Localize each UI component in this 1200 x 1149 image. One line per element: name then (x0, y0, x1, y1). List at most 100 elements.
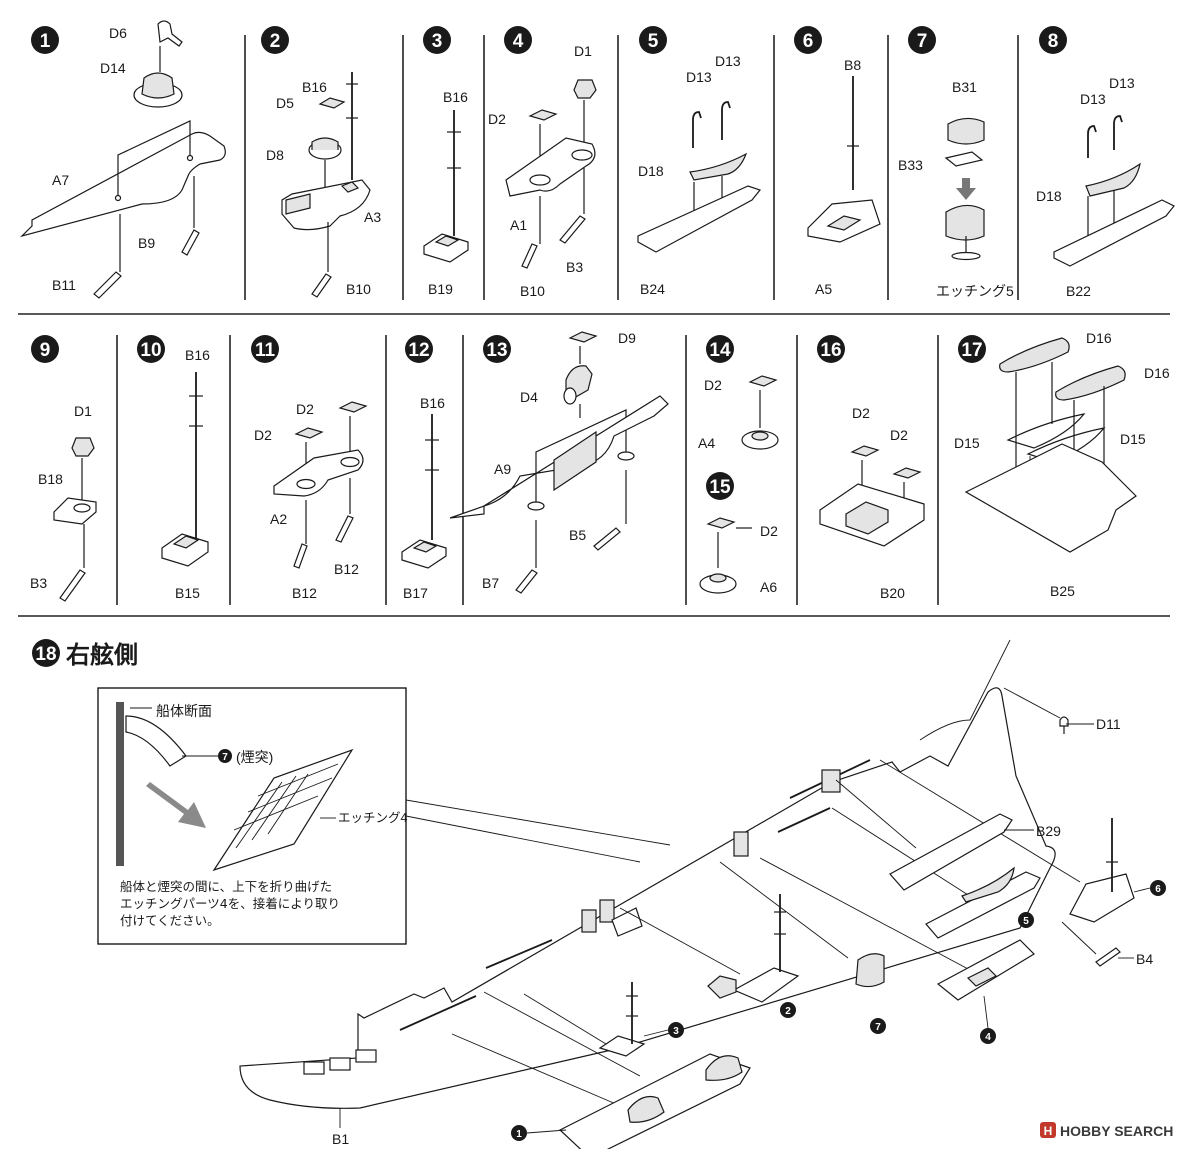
part-b22 (1053, 199, 1175, 267)
label-d5: D5 (276, 95, 294, 111)
inset-funnel-step: 7 (222, 752, 228, 763)
part-d11 (1059, 716, 1069, 727)
label-b12-a: B12 (292, 585, 317, 601)
hull-door-2 (599, 899, 615, 923)
label-b10: B10 (520, 283, 545, 299)
hull-section (116, 702, 124, 866)
step-9: 9 D1 B18 B3 (30, 335, 97, 602)
label-d11: D11 (1096, 716, 1121, 732)
part-d6 (157, 20, 183, 47)
part-d2 (706, 517, 736, 529)
hull-door-1 (581, 909, 597, 933)
label-d9: D9 (618, 330, 636, 346)
attach-leaders (451, 687, 1097, 1111)
hull-door-3 (733, 831, 749, 857)
hull-rail-3 (777, 807, 831, 833)
label-b20: B20 (880, 585, 905, 601)
part-a1 (505, 137, 596, 197)
part-b18 (53, 497, 97, 525)
label-b16: B16 (443, 89, 468, 105)
label-b3: B3 (30, 575, 47, 591)
label-d16-a: D16 (1086, 330, 1112, 346)
watermark-text: HOBBY SEARCH (1060, 1123, 1173, 1139)
step-8: 8 D13 D13 D18 B22 (1036, 26, 1175, 299)
label-d13-a: D13 (686, 69, 712, 85)
part-d13-a (692, 111, 702, 148)
inset-note-line-3: 付けてください。 (120, 913, 220, 928)
label-a6: A6 (760, 579, 777, 595)
part-b12-b (335, 515, 354, 543)
label-etching-5: エッチング5 (936, 283, 1014, 299)
part-d16-b (1055, 365, 1126, 401)
part-b3 (559, 215, 586, 244)
part-b24 (637, 185, 762, 253)
hull-rail-2 (485, 939, 553, 969)
step-1-badge (31, 26, 59, 54)
label-b17: B17 (403, 585, 428, 601)
part-d2-a (338, 401, 368, 413)
callout-2: 2 (785, 1006, 791, 1017)
step-7-number: 7 (917, 31, 928, 52)
step-11: 11 D2 D2 A2 B12 B12 (251, 335, 368, 601)
label-b9: B9 (138, 235, 155, 251)
callout-part-2 (732, 967, 800, 1003)
label-b33: B33 (898, 157, 923, 173)
label-a2: A2 (270, 511, 287, 527)
part-b10 (521, 243, 538, 269)
label-b1: B1 (332, 1131, 349, 1147)
part-d9 (568, 331, 598, 343)
step-5-number: 5 (648, 31, 659, 52)
label-b25: B25 (1050, 583, 1075, 599)
step-10: 10 B16 B15 (137, 335, 210, 601)
part-d15-a (1006, 413, 1086, 449)
step-1-number: 1 (40, 31, 51, 52)
arrow-down-icon (956, 178, 976, 200)
inset-hull-section-label: 船体断面 (156, 703, 212, 719)
label-b16: B16 (185, 347, 210, 363)
part-b25 (964, 443, 1137, 553)
arrow-icon (146, 782, 206, 828)
watermark-logo-icon (1040, 1122, 1056, 1138)
part-d2-a (850, 445, 880, 457)
part-d18 (1085, 162, 1141, 197)
inset-funnel-label: (煙突) (236, 749, 273, 765)
label-b12-b: B12 (334, 561, 359, 577)
callout-part-7 (855, 953, 885, 988)
label-d8: D8 (266, 147, 284, 163)
part-b9 (181, 229, 200, 256)
label-d6: D6 (109, 25, 127, 41)
part-b11 (93, 271, 122, 299)
step-5: 5 D13 D13 D18 B24 (637, 26, 762, 297)
label-b4: B4 (1136, 951, 1153, 967)
part-d1 (71, 437, 95, 457)
part-b12-a (293, 543, 308, 569)
inset-note-line-2: エッチングパーツ4を、接着により取り (120, 896, 340, 911)
step-13-number: 13 (486, 340, 507, 361)
part-b29 (889, 813, 1013, 891)
step-18: 18 右舷側 7 船体断面 (煙突) エッチング4 船体と煙突の間に、上下を折り… (32, 639, 1166, 1149)
svg-text:H: H (1044, 1124, 1053, 1138)
part-a7 (19, 131, 226, 238)
part-b31-assembled (945, 204, 985, 241)
step-12: 12 B16 B17 (401, 335, 447, 601)
callout-3: 3 (673, 1026, 679, 1037)
part-d13-b (721, 101, 731, 140)
step-16: 16 D2 D2 B20 (817, 335, 925, 601)
callout-6: 6 (1155, 884, 1161, 895)
label-d16-b: D16 (1144, 365, 1170, 381)
label-b15: B15 (175, 585, 200, 601)
step-8-number: 8 (1048, 31, 1059, 52)
part-d2-b (294, 427, 324, 439)
section-separators (18, 35, 1170, 617)
label-d4: D4 (520, 389, 538, 405)
inset-note-line-1: 船体と煙突の間に、上下を折り曲げた (120, 879, 332, 894)
part-d16-a (999, 337, 1070, 373)
label-b31: B31 (952, 79, 977, 95)
step-4-number: 4 (513, 31, 524, 52)
part-d2-b (892, 467, 922, 479)
label-d18: D18 (1036, 188, 1062, 204)
step-15: 15 D2 A6 (699, 472, 778, 595)
label-b11: B11 (52, 277, 76, 293)
label-b8: B8 (844, 57, 861, 73)
